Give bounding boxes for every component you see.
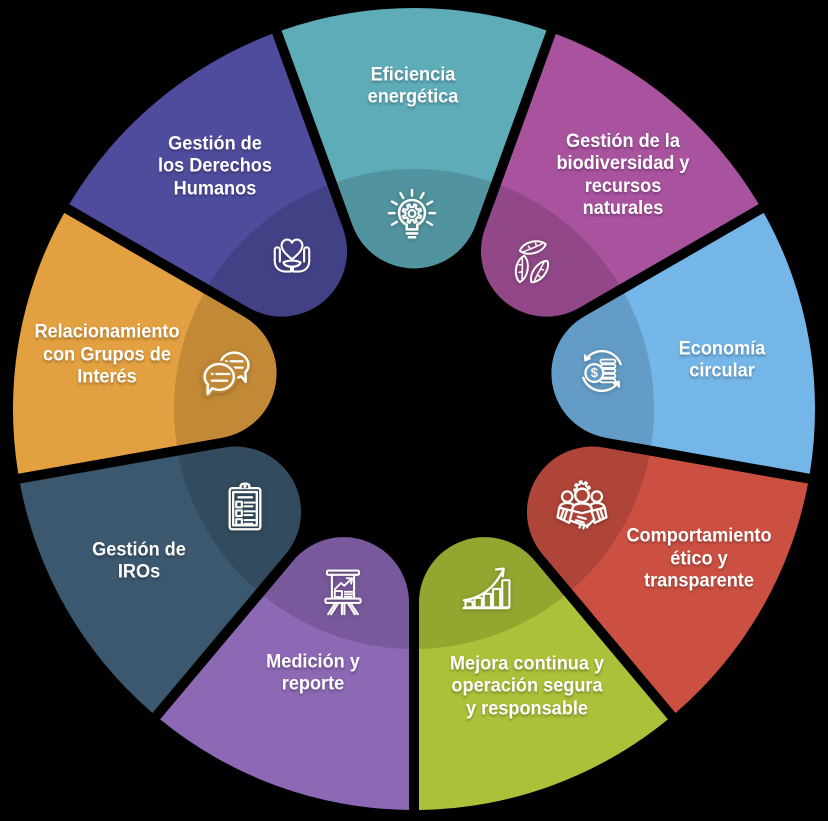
svg-text:$: $: [591, 365, 599, 380]
